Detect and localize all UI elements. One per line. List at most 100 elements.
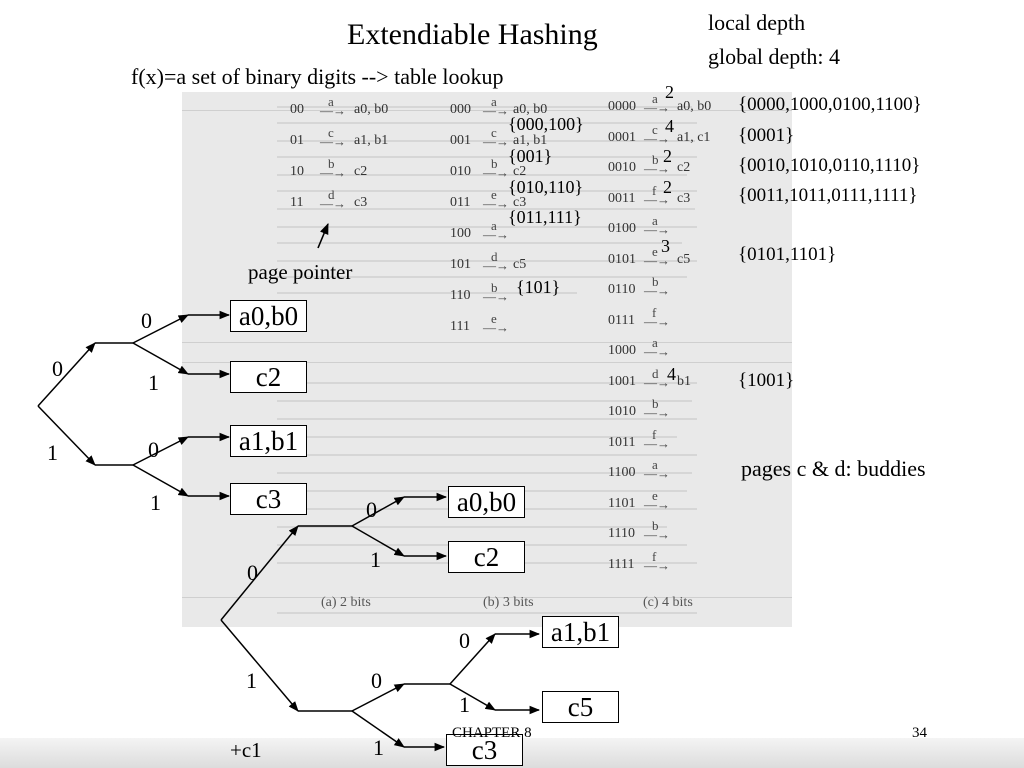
- local-depth-c: 4: [665, 116, 674, 136]
- scan-rule: [182, 110, 792, 111]
- directory-key: 1110: [608, 526, 635, 541]
- scan-text-line: [277, 276, 687, 278]
- slide-title: Extendiable Hashing: [347, 18, 598, 51]
- directory-arrow-icon: —→: [483, 134, 509, 149]
- mid-set-e: {011,111}: [508, 207, 582, 227]
- directory-pointer-letter: f: [652, 426, 657, 442]
- bucket-set-d: {1001}: [738, 370, 795, 391]
- trie-1-label: 1: [47, 440, 58, 465]
- scan-text-line: [277, 526, 667, 528]
- slide-subtitle: f(x)=a set of binary digits --> table lo…: [131, 64, 504, 89]
- directory-pointer-letter: e: [491, 187, 497, 202]
- scan-text-line: [277, 400, 692, 402]
- scan-text-line: [277, 472, 692, 474]
- trie-2-label: 0: [366, 497, 377, 522]
- directory-arrow-icon: —→: [644, 435, 670, 451]
- directory-key: 111: [450, 319, 470, 334]
- directory-arrow-icon: —→: [644, 130, 670, 146]
- directory-arrow-icon: —→: [483, 320, 509, 335]
- directory-arrow-icon: —→: [644, 222, 670, 237]
- trie-2-edge: [220, 525, 299, 621]
- scan-text-line: [277, 174, 687, 176]
- directory-target: c2: [354, 164, 368, 179]
- directory-key: 10: [290, 164, 304, 179]
- directory-arrow-icon: —→: [644, 557, 670, 573]
- directory-key: 001: [450, 133, 471, 148]
- trie-2-edge: [351, 496, 405, 527]
- scan-text-line: [277, 292, 577, 294]
- bucket-box: c2: [230, 361, 307, 393]
- directory-key: 010: [450, 164, 471, 179]
- directory-target: c5: [677, 251, 691, 267]
- directory-arrow-icon: —→: [320, 165, 346, 180]
- directory-arrow-icon: —→: [483, 165, 509, 180]
- directory-target: a1, c1: [677, 129, 711, 145]
- trie-2-edge: [351, 683, 405, 712]
- scan-text-line: [277, 208, 695, 210]
- directory-pointer-letter: a: [491, 218, 497, 233]
- directory-arrow-icon: —→: [483, 289, 509, 304]
- trie-1-label: 1: [148, 370, 159, 395]
- trie-1-edge: [37, 405, 96, 466]
- directory-key: 0011: [608, 190, 636, 206]
- directory-pointer-letter: c: [652, 121, 658, 137]
- trie-2-label: 1: [459, 692, 470, 717]
- bucket-set-c: {0001}: [738, 125, 795, 146]
- directory-pointer-letter: a: [652, 335, 658, 350]
- scan-rule: [182, 342, 792, 343]
- directory-arrow-icon: —→: [644, 252, 670, 268]
- directory-arrow-icon: —→: [644, 496, 670, 512]
- trie-1-edge: [132, 464, 189, 497]
- directory-pointer-letter: a: [652, 457, 658, 472]
- trie-2-edge: [351, 525, 405, 557]
- trie-2-label: 0: [459, 628, 470, 653]
- local-depth-e: 3: [661, 236, 670, 256]
- mid-set-d: {101}: [516, 277, 561, 297]
- trie-2: [220, 492, 541, 752]
- page-pointer-arrow: [317, 222, 329, 249]
- directory-arrow-icon: —→: [644, 100, 670, 115]
- local-depth-header: local depth: [708, 10, 806, 35]
- directory-target: c3: [513, 195, 527, 210]
- trie-1-label: 0: [52, 356, 63, 381]
- trie-1-label: 0: [141, 308, 152, 333]
- trie-2-label: 1: [246, 668, 257, 693]
- trie-2-label: 1: [370, 547, 381, 572]
- directory-key: 101: [450, 257, 471, 272]
- directory-arrow-icon: —→: [644, 466, 670, 481]
- directory-arrow-icon: —→: [644, 161, 670, 176]
- directory-target: c2: [677, 160, 691, 175]
- directory-arrow-icon: —→: [644, 527, 670, 542]
- directory-pointer-letter: f: [652, 182, 657, 198]
- bucket-box: a1,b1: [542, 616, 619, 648]
- local-depth-b: 2: [663, 146, 672, 166]
- directory-key: 1011: [608, 434, 636, 450]
- scan-text-line: [277, 106, 692, 108]
- trie-1-label: 1: [150, 490, 161, 515]
- mid-set-a: {000,100}: [508, 114, 584, 134]
- bucket-set-b: {0010,1010,0110,1110}: [738, 155, 921, 176]
- extra-bucket-label: +c1: [230, 738, 262, 762]
- bucket-box: a0,b0: [230, 300, 307, 332]
- scan-rule: [182, 362, 792, 363]
- scan-rule: [182, 597, 792, 598]
- directory-target: b1: [677, 373, 691, 389]
- bucket-box: c5: [542, 691, 619, 723]
- trie-1: [37, 310, 231, 501]
- local-depth-d: 4: [667, 364, 676, 384]
- directory-target: a0, b0: [354, 102, 389, 117]
- trie-2-edge: [449, 633, 496, 685]
- scan-text-line: [277, 454, 697, 456]
- page-pointer-label: page pointer: [248, 260, 353, 284]
- trie-1-label: 0: [148, 437, 159, 462]
- directory-key: 100: [450, 226, 471, 241]
- directory-pointer-letter: a: [652, 91, 658, 106]
- directory-pointer-letter: e: [491, 311, 497, 326]
- bucket-set-f: {0011,1011,0111,1111}: [738, 185, 918, 206]
- directory-pointer-letter: f: [652, 304, 657, 320]
- directory-arrow-icon: —→: [483, 227, 509, 242]
- bucket-box: c3: [230, 483, 307, 515]
- directory-target: a0, b0: [513, 102, 548, 117]
- directory-target: a1, b1: [513, 133, 548, 148]
- bucket-set-a: {0000,1000,0100,1100}: [738, 94, 922, 115]
